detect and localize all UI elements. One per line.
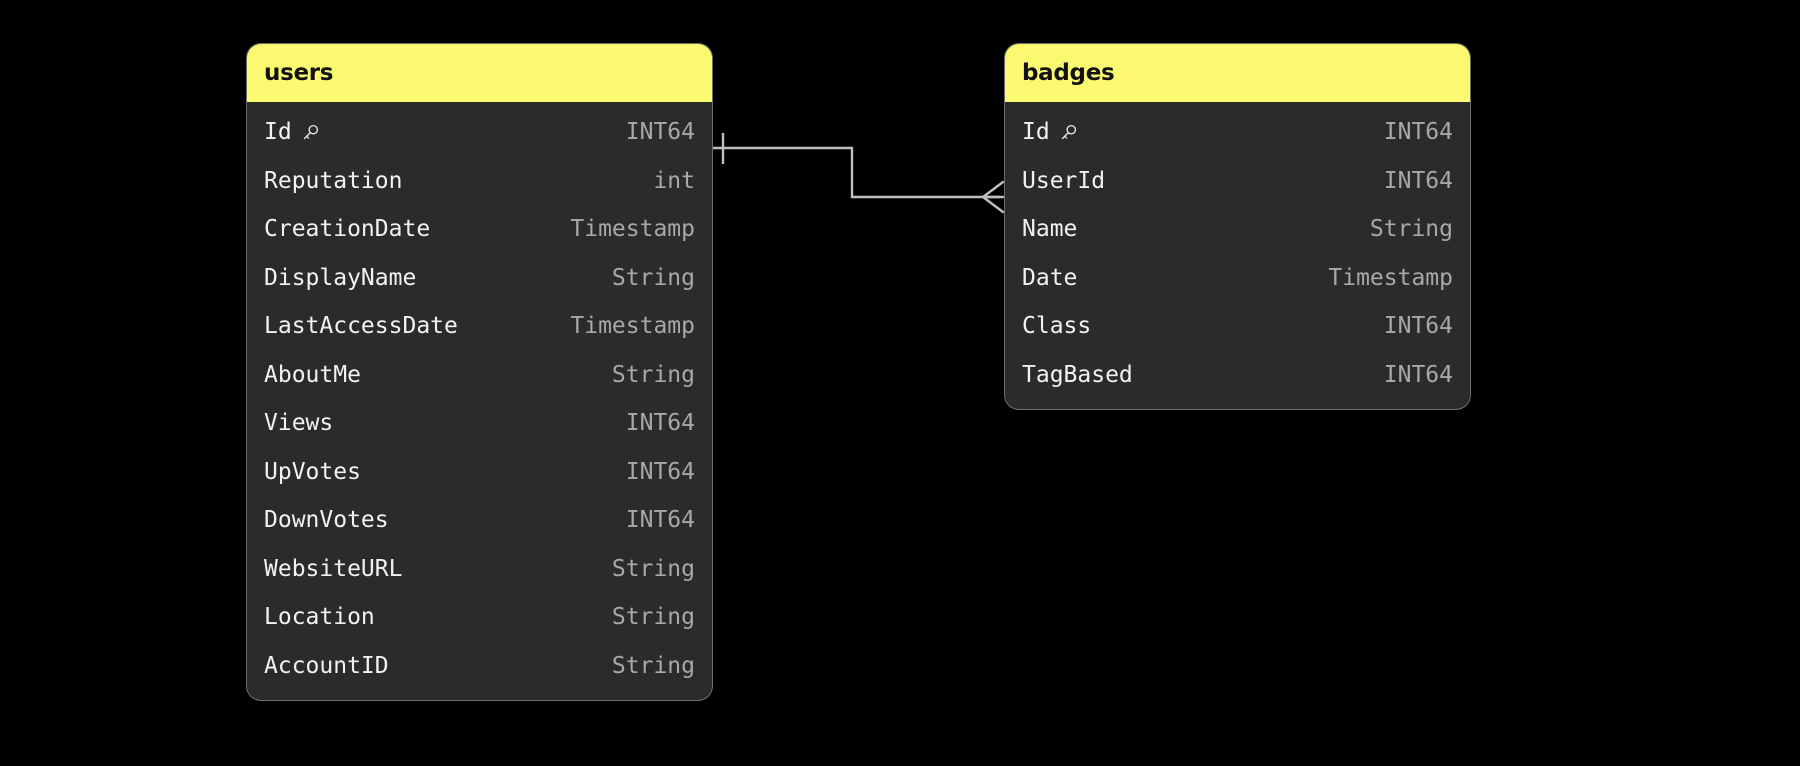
field-label: UserId (1022, 167, 1106, 194)
field-name: WebsiteURL (264, 556, 402, 582)
field-type: INT64 (1383, 167, 1453, 194)
field-type: Timestamp (570, 313, 695, 340)
field-label: UpVotes (264, 458, 361, 485)
field-label: WebsiteURL (264, 555, 403, 582)
field-name: Views (264, 410, 333, 436)
field-name: UserId (1022, 168, 1105, 194)
field-row[interactable]: CreationDate Timestamp (247, 205, 712, 254)
cardinality-many-marker (981, 180, 1005, 214)
relationship-line (713, 146, 1000, 199)
field-label: TagBased (1022, 361, 1133, 388)
field-label: AccountID (264, 652, 389, 679)
field-row[interactable]: WebsiteURL String (247, 545, 712, 594)
entity-table-badges[interactable]: badges Id INT64 UserId (1005, 44, 1470, 409)
field-label: LastAccessDate (264, 313, 458, 340)
field-name: AccountID (264, 653, 389, 679)
field-name: CreationDate (264, 216, 430, 242)
field-label: Class (1022, 313, 1092, 340)
entity-fields-badges: Id INT64 UserId INT64 (1005, 102, 1470, 409)
field-row[interactable]: AccountID String (247, 642, 712, 691)
field-row[interactable]: DisplayName String (247, 254, 712, 303)
field-type: INT64 (625, 507, 695, 534)
field-name: DownVotes (264, 507, 389, 533)
field-name: AboutMe (264, 362, 361, 388)
field-name: Reputation (264, 168, 402, 194)
field-type: INT64 (1383, 313, 1453, 340)
key-icon (301, 121, 321, 143)
field-row[interactable]: UserId INT64 (1005, 157, 1470, 206)
field-row[interactable]: Name String (1005, 205, 1470, 254)
field-label: Reputation (264, 167, 403, 194)
field-row[interactable]: Location String (247, 593, 712, 642)
field-name: Date (1022, 265, 1077, 291)
field-label: Date (1022, 264, 1078, 291)
field-label: CreationDate (264, 216, 431, 243)
field-label: Views (264, 410, 334, 437)
field-row[interactable]: Date Timestamp (1005, 254, 1470, 303)
field-name: LastAccessDate (264, 313, 458, 339)
entity-title-users: users (247, 44, 712, 102)
field-name: DisplayName (264, 265, 416, 291)
entity-fields-users: Id INT64 Reputation int (247, 102, 712, 700)
field-name: TagBased (1022, 362, 1133, 388)
field-row[interactable]: Id INT64 (247, 108, 712, 157)
field-type: INT64 (1383, 119, 1453, 146)
field-name: Id (1022, 119, 1079, 145)
field-type: int (653, 167, 695, 194)
field-name: Name (1022, 216, 1077, 242)
field-label: AboutMe (264, 361, 361, 388)
field-name: UpVotes (264, 459, 361, 485)
field-type: Timestamp (570, 216, 695, 243)
field-type: String (611, 264, 695, 291)
field-type: INT64 (625, 119, 695, 146)
field-row[interactable]: Views INT64 (247, 399, 712, 448)
field-row[interactable]: Id INT64 (1005, 108, 1470, 157)
field-type: String (611, 555, 695, 582)
field-label: Location (264, 604, 375, 631)
field-row[interactable]: Class INT64 (1005, 302, 1470, 351)
field-row[interactable]: Reputation int (247, 157, 712, 206)
field-type: String (611, 361, 695, 388)
field-type: String (611, 604, 695, 631)
field-type: String (611, 652, 695, 679)
field-label: DisplayName (264, 264, 417, 291)
field-type: INT64 (1383, 361, 1453, 388)
key-icon (1059, 121, 1079, 143)
field-name: Location (264, 604, 375, 630)
field-row[interactable]: DownVotes INT64 (247, 496, 712, 545)
field-type: Timestamp (1328, 264, 1453, 291)
field-row[interactable]: LastAccessDate Timestamp (247, 302, 712, 351)
field-name: Class (1022, 313, 1091, 339)
field-name: Id (264, 119, 321, 145)
field-type: INT64 (625, 410, 695, 437)
entity-title-badges: badges (1005, 44, 1470, 102)
field-type: String (1369, 216, 1453, 243)
field-row[interactable]: TagBased INT64 (1005, 351, 1470, 400)
field-label: DownVotes (264, 507, 389, 534)
field-label: Id (1022, 119, 1050, 146)
field-label: Id (264, 119, 292, 146)
field-row[interactable]: AboutMe String (247, 351, 712, 400)
field-row[interactable]: UpVotes INT64 (247, 448, 712, 497)
entity-table-users[interactable]: users Id INT64 Reputatio (247, 44, 712, 700)
field-label: Name (1022, 216, 1078, 243)
field-type: INT64 (625, 458, 695, 485)
